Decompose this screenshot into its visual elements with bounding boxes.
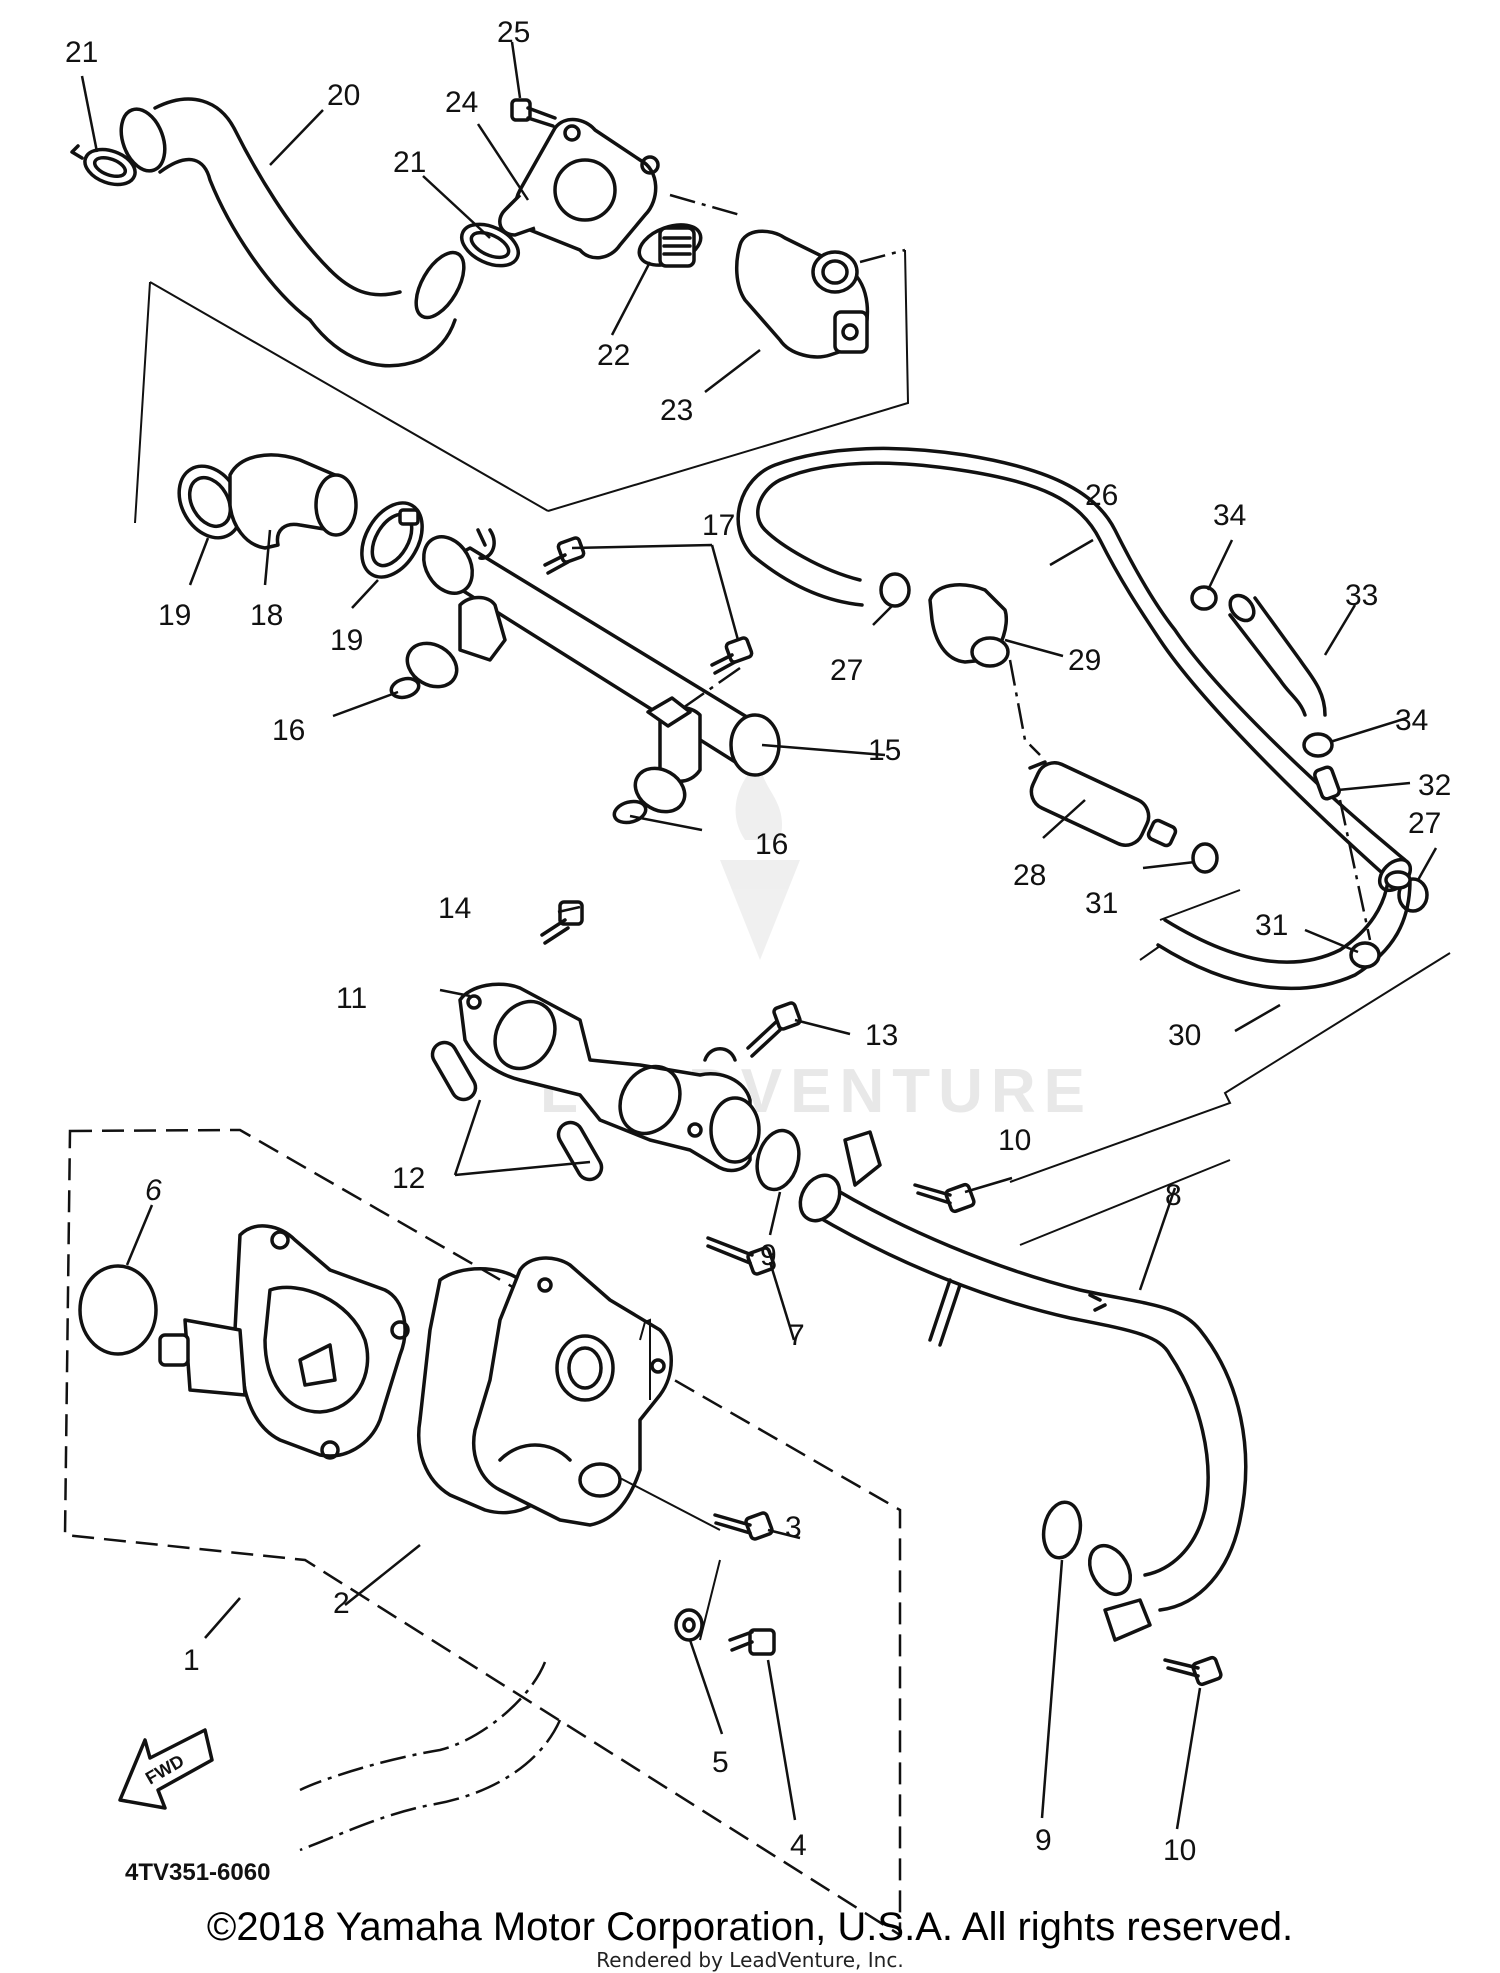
part-30-hose [1156,870,1412,991]
callout-25: 25 [497,16,530,49]
callout-12: 12 [392,1162,425,1195]
callout-7: 7 [788,1319,805,1352]
fwd-arrow-icon: FWD [118,1728,214,1810]
part-21-clamp-top [70,144,137,187]
callout-9-lower: 9 [1035,1824,1052,1857]
part-1-pump-assembly-outline [63,1128,902,1938]
part-7-bolt [706,1236,776,1276]
callout-31-upper: 31 [1085,887,1118,920]
part-18-hose-elbow [228,453,358,550]
part-pump-cover [472,1256,673,1527]
callout-13: 13 [865,1019,898,1052]
part-10-bolt-lower [1163,1655,1223,1687]
part-16-oring-lower [612,799,648,825]
part-10-bolt-upper [913,1182,976,1214]
part-25-bolt [510,98,557,128]
callout-28: 28 [1013,859,1046,892]
part-27-clamp-left [879,572,911,608]
part-22-thermostat [637,223,703,268]
callout-10-lower: 10 [1163,1834,1196,1867]
callout-22: 22 [597,339,630,372]
part-9-oring-upper [755,1128,801,1192]
part-31-clamp-lower [1349,941,1381,969]
callout-33: 33 [1345,579,1378,612]
part-34-clip-lower [1302,732,1334,758]
callout-20: 20 [327,79,360,112]
part-32-joint [1313,765,1341,801]
callout-34-lower: 34 [1395,704,1428,737]
callout-21-mid: 21 [393,146,426,179]
rendered-by-text: Rendered by LeadVenture, Inc. [596,1948,904,1972]
callout-17: 17 [702,509,735,542]
callout-16-upper: 16 [272,714,305,747]
part-24-thermostat-housing [498,117,660,260]
part-3-bolt [713,1511,774,1541]
callout-18: 18 [250,599,283,632]
part-15-water-pipe [405,528,781,814]
part-16-oring-upper [389,676,421,700]
callout-27-right: 27 [1408,807,1441,840]
callout-14: 14 [438,892,471,925]
part-6-oring [78,1264,158,1356]
callout-34-upper: 34 [1213,499,1246,532]
callout-5: 5 [712,1746,729,1779]
copyright-notice: ©2018 Yamaha Motor Corporation, U.S.A. A… [206,1905,1294,1949]
callout-16-lower: 16 [755,828,788,861]
part-12-gasket-a [430,1040,478,1102]
callout-30: 30 [1168,1019,1201,1052]
part-number-code: 4TV351-6060 [125,1859,270,1886]
part-29-holder [928,583,1010,668]
callout-11: 11 [336,982,367,1015]
callout-21-top: 21 [65,36,98,69]
callout-10-upper: 10 [998,1124,1031,1157]
part-31-clamp-upper [1191,842,1219,874]
part-12-gasket-b [556,1120,604,1182]
callout-19-left: 19 [158,599,191,632]
callout-9-upper: 9 [760,1239,777,1272]
callout-6: 6 [145,1174,162,1207]
part-9-oring-lower [1041,1500,1083,1560]
callout-31-lower: 31 [1255,909,1288,942]
part-28-filter [1028,760,1178,848]
part-20-hose [119,97,466,368]
callout-19-right: 19 [330,624,363,657]
callout-4: 4 [790,1829,807,1862]
part-19-clamp-right [360,501,424,579]
part-23-thermostat-cover [734,229,870,359]
part-pump-impeller-housing [158,1224,410,1460]
part-13-bolt [746,1001,802,1058]
part-14-bolt [540,900,584,945]
part-11-water-manifold [458,982,761,1173]
part-17-bolt-lower [710,636,754,675]
callout-32: 32 [1418,769,1451,802]
callout-26: 26 [1085,479,1118,512]
callout-labels: 21 20 25 24 21 22 23 19 18 19 17 16 15 1… [65,16,1451,1867]
callout-8: 8 [1165,1179,1182,1212]
part-33-hose [1228,593,1327,717]
callout-27-left: 27 [830,654,863,687]
callout-23: 23 [660,394,693,427]
part-34-clip-upper [1190,585,1218,611]
part-5-washer [674,1608,704,1642]
part-21-clamp-mid [460,222,520,268]
callout-1: 1 [183,1644,200,1677]
callout-3: 3 [785,1511,802,1544]
part-4-bolt [728,1628,776,1656]
callout-15: 15 [868,734,901,767]
callout-24: 24 [445,86,478,119]
part-8-water-pipe [798,1130,1248,1642]
part-17-bolt-upper [543,536,586,575]
leader-lines [80,41,1438,1830]
callout-29: 29 [1068,644,1101,677]
callout-2: 2 [333,1587,350,1620]
